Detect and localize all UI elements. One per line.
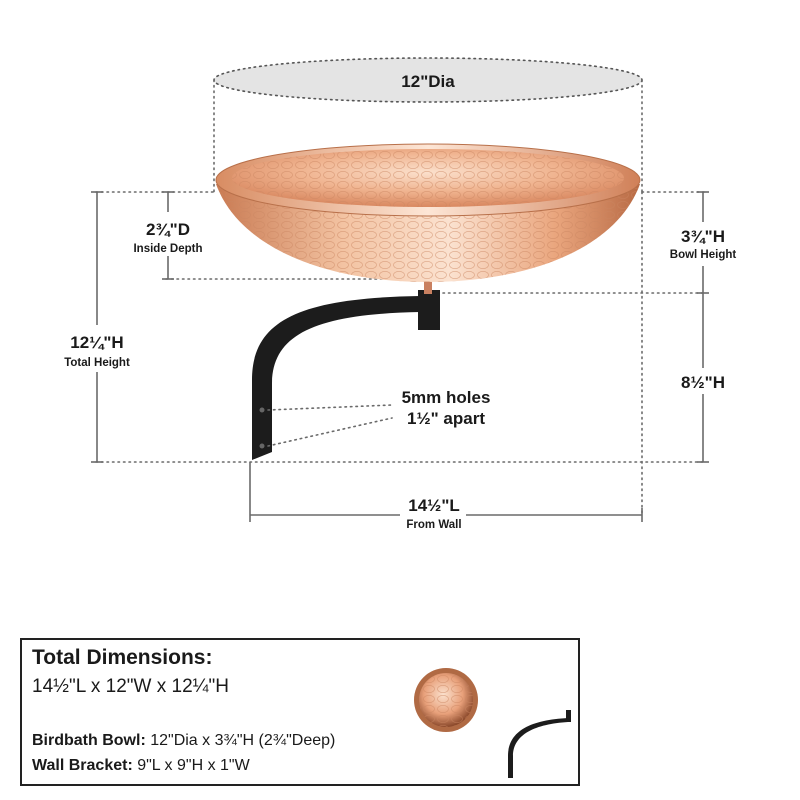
birdbath-bowl-value: 12"Dia x 3¾"H (2¾"Deep) <box>145 732 336 749</box>
holes-label-line1: 5mm holes <box>402 388 491 407</box>
length-label: 14½"L <box>408 496 460 515</box>
inside-depth-label: 2¾"D <box>146 220 190 239</box>
holes-indicator: 5mm holes 1½" apart <box>267 388 491 447</box>
birdbath-bowl-row: Birdbath Bowl: 12"Dia x 3¾"H (2¾"Deep) <box>32 732 335 750</box>
bracket-height-label: 8½"H <box>681 373 725 392</box>
inside-depth-caption: Inside Depth <box>133 243 202 255</box>
wall-bracket <box>252 280 440 460</box>
length-caption: From Wall <box>406 519 461 531</box>
thumbnail-bowl-top <box>414 668 478 732</box>
product-thumbnail <box>414 668 571 778</box>
wall-bracket-value: 9"L x 9"H x 1"W <box>132 757 250 774</box>
total-dimensions-value: 14½"L x 12"W x 12¼"H <box>32 676 229 697</box>
dimension-diagram: 12"Dia 12¼"H Total Height 2¾"D Inside De… <box>64 57 737 531</box>
length-indicator: 14½"L From Wall <box>249 462 643 531</box>
diameter-indicator: 12"Dia <box>213 57 643 193</box>
total-dimensions-panel: Total Dimensions: 14½"L x 12"W x 12¼"H B… <box>20 638 580 786</box>
diameter-label: 12"Dia <box>401 72 455 91</box>
holes-label-line2: 1½" apart <box>407 409 485 428</box>
bowl-height-label: 3¾"H <box>681 227 725 246</box>
total-height-caption: Total Height <box>64 357 130 369</box>
wall-bracket-row: Wall Bracket: 9"L x 9"H x 1"W <box>32 757 250 775</box>
bracket-height-indicator: 8½"H <box>681 292 725 463</box>
birdbath-bowl-label: Birdbath Bowl: <box>32 732 146 749</box>
total-height-indicator: 12¼"H Total Height <box>64 191 130 463</box>
inside-depth-indicator: 2¾"D Inside Depth <box>133 191 203 280</box>
bowl-height-indicator: 3¾"H Bowl Height <box>670 191 737 293</box>
total-height-label: 12¼"H <box>70 333 123 352</box>
wall-bracket-label: Wall Bracket: <box>32 757 133 774</box>
total-dimensions-title: Total Dimensions: <box>32 646 213 669</box>
bowl-height-caption: Bowl Height <box>670 249 737 261</box>
copper-bowl <box>215 143 641 282</box>
thumbnail-bracket <box>508 710 571 778</box>
